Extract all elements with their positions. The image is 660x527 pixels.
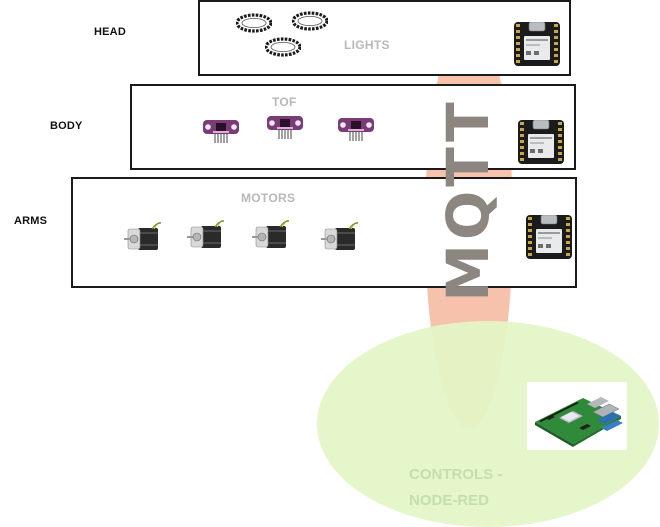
led-ring-icon [265, 37, 301, 57]
arms-label: ARMS [14, 215, 48, 227]
xiao-board-icon [514, 22, 560, 66]
tof-sensor-icon [267, 116, 303, 140]
tof-sensor-icon [203, 120, 239, 144]
led-ring-icon [236, 13, 272, 33]
controls-zone [316, 320, 660, 527]
controls-ellipse-shape [317, 321, 659, 527]
tof-label: TOF [272, 95, 297, 109]
head-layer-box [198, 0, 571, 76]
body-label: BODY [50, 120, 83, 132]
mqtt-label: MQTT [434, 98, 502, 302]
led-ring-icon [292, 11, 328, 31]
stepper-motor-icon [187, 220, 226, 248]
motors-label: MOTORS [241, 191, 296, 205]
xiao-board-icon [526, 215, 572, 259]
controls-label-line2: NODE-RED [409, 492, 490, 509]
tof-sensor-icon [338, 118, 374, 142]
stepper-motor-icon [252, 220, 291, 248]
head-label: HEAD [94, 26, 126, 38]
stepper-motor-icon [321, 222, 360, 250]
xiao-board-icon [518, 120, 564, 164]
raspberry-pi-icon [527, 382, 627, 450]
arms-layer-box [71, 177, 577, 288]
stepper-motor-icon [124, 222, 163, 250]
controls-label-line1: CONTROLS - [409, 466, 503, 483]
lights-label: LIGHTS [344, 38, 390, 52]
